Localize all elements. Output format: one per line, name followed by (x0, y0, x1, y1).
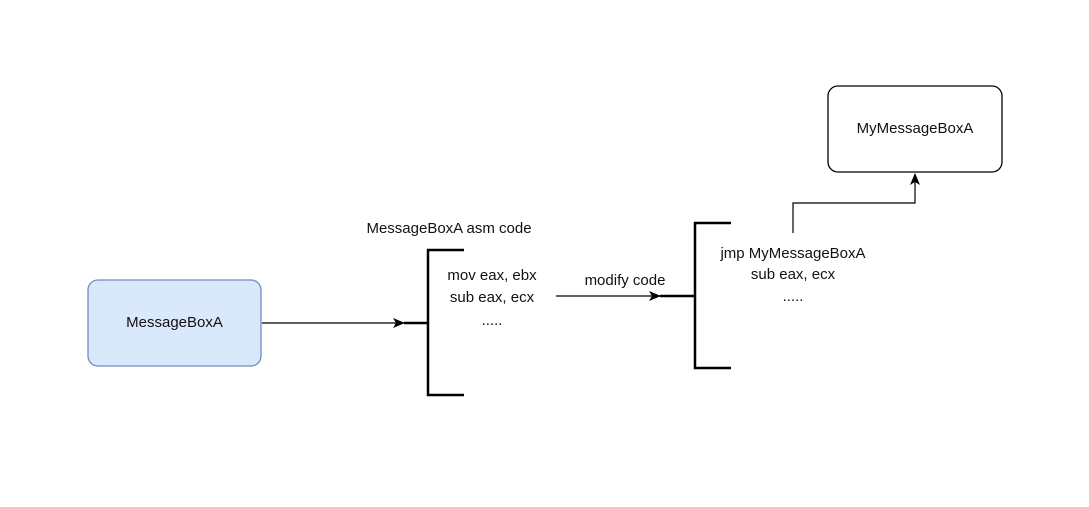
asm-code-title: MessageBoxA asm code (366, 220, 532, 237)
messageboxa-label: MessageBoxA (126, 314, 223, 331)
original-code-line: sub eax, ecx (449, 289, 535, 306)
mymessageboxa-node[interactable] (827, 85, 1003, 173)
modified-code-line: sub eax, ecx (750, 266, 836, 283)
messageboxa-node[interactable] (87, 279, 262, 367)
jmp-arrow (792, 173, 920, 233)
original-code-line: ..... (481, 312, 503, 329)
mymessageboxa-label: MyMessageBoxA (856, 120, 974, 137)
modified-code-line: jmp MyMessageBoxA (720, 245, 866, 262)
original-code-line: mov eax, ebx (447, 267, 537, 284)
modify-code-label: modify code (584, 272, 666, 289)
modified-code-line: ..... (782, 288, 804, 305)
